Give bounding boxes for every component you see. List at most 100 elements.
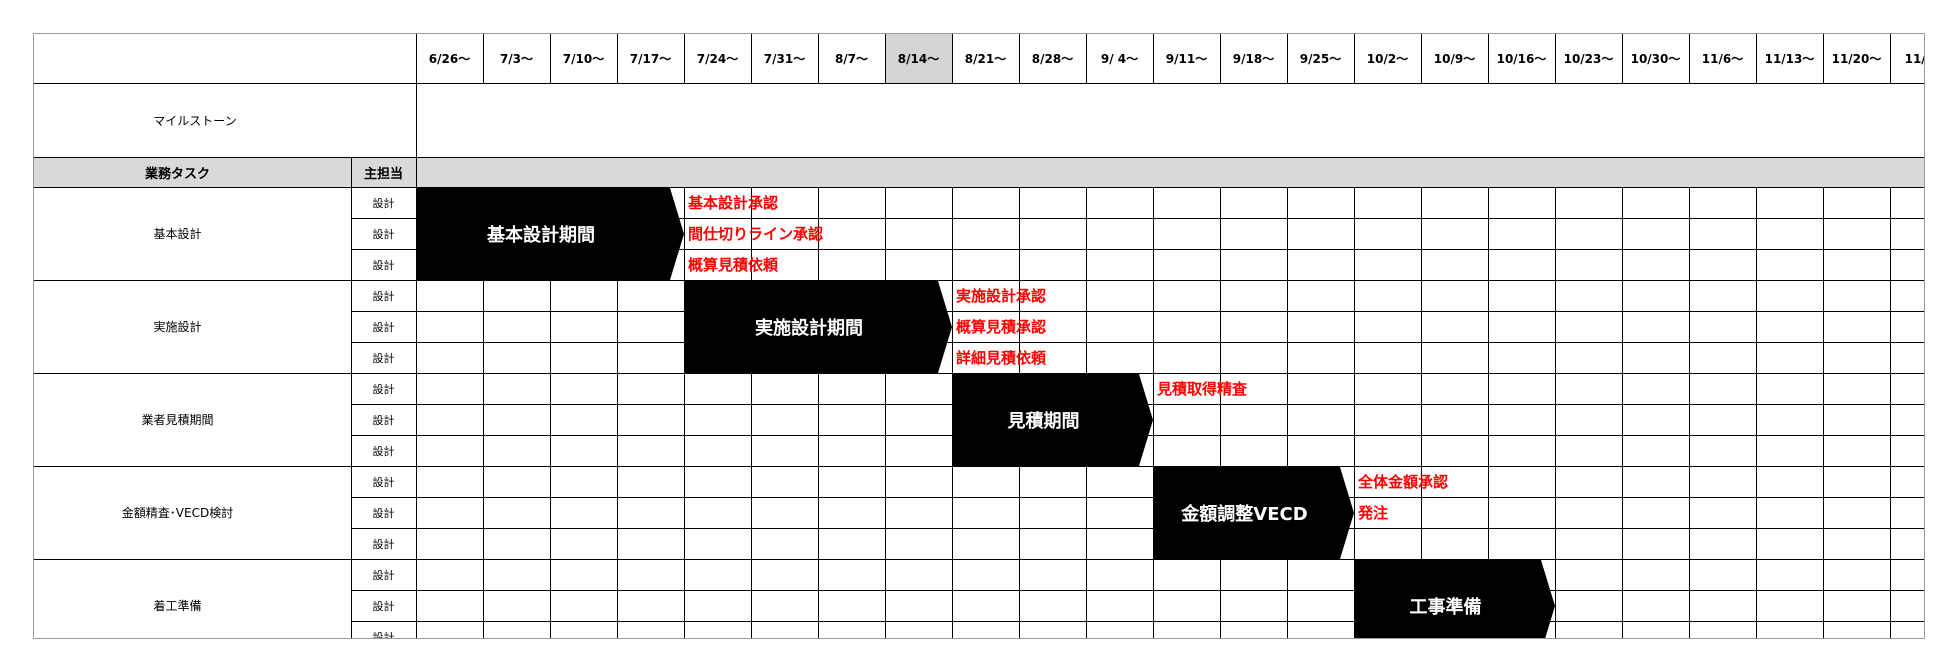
owner-column-header: 主担当 — [363, 166, 403, 182]
owner-cell: 設計 — [372, 289, 395, 303]
owner-cell: 設計 — [372, 382, 395, 396]
week-header-cell: 8/14〜 — [885, 34, 952, 83]
week-header-cell: 7/24〜 — [696, 52, 739, 66]
header-vline — [1823, 34, 1824, 83]
week-header-cell: 11/20〜 — [1831, 52, 1882, 66]
task-column-header: 業務タスク — [144, 166, 210, 182]
owner-cell: 設計 — [372, 599, 395, 613]
week-header-cell: 8/28〜 — [1031, 52, 1074, 66]
header-vline — [1555, 34, 1556, 83]
owner-cell: 設計 — [372, 413, 395, 427]
header-vline — [1622, 34, 1623, 83]
task-divider — [34, 466, 1924, 467]
row-divider — [351, 342, 1924, 343]
body-vline — [617, 187, 618, 638]
week-header-cell: 10/16〜 — [1496, 52, 1547, 66]
row-divider — [351, 528, 1924, 529]
label-column-divider — [416, 34, 417, 638]
week-header-cell: 11/6〜 — [1701, 52, 1744, 66]
body-vline — [1555, 187, 1556, 638]
body-vline — [1354, 187, 1355, 638]
row-divider — [351, 311, 1924, 312]
task-name: 基本設計 — [153, 227, 202, 241]
body-vline — [1756, 187, 1757, 638]
row-divider — [351, 497, 1924, 498]
gantt-bar[interactable]: 見積期間 — [952, 374, 1153, 466]
header-vline — [885, 34, 886, 83]
task-name: 金額精査･VECD検討 — [121, 506, 234, 520]
owner-cell: 設計 — [372, 320, 395, 334]
week-header-cell: 7/3〜 — [499, 52, 534, 66]
header-vline — [684, 34, 685, 83]
week-header-cell: 10/23〜 — [1563, 52, 1614, 66]
header-vline — [1689, 34, 1690, 83]
week-header-cell: 8/7〜 — [834, 52, 869, 66]
body-vline — [550, 187, 551, 638]
week-header-cell: 7/10〜 — [562, 52, 605, 66]
week-header-cell: 6/26〜 — [428, 52, 471, 66]
milestone-label: マイルストーン — [153, 113, 237, 128]
body-vline — [885, 187, 886, 638]
header-vline — [550, 34, 551, 83]
owner-cell: 設計 — [372, 227, 395, 241]
week-header-cell: 10/2〜 — [1366, 52, 1409, 66]
milestone-annotation: 発注 — [1358, 504, 1389, 522]
week-header-cell: 9/11〜 — [1165, 52, 1208, 66]
body-vline — [1153, 187, 1154, 638]
header-vline — [483, 34, 484, 83]
body-vline — [1823, 187, 1824, 638]
row-divider — [351, 590, 1924, 591]
gantt-bar[interactable]: 金額調整VECD — [1153, 467, 1354, 559]
body-vline — [818, 187, 819, 638]
header-vline — [1220, 34, 1221, 83]
gantt-bar[interactable]: 工事準備 — [1354, 560, 1555, 639]
owner-cell: 設計 — [372, 537, 395, 551]
body-vline — [1622, 187, 1623, 638]
task-name: 実施設計 — [153, 320, 202, 334]
task-divider — [34, 280, 1924, 281]
header-vline — [1153, 34, 1154, 83]
header-vline — [1086, 34, 1087, 83]
body-vline — [483, 187, 484, 638]
body-vline — [1421, 187, 1422, 638]
body-vline — [751, 187, 752, 638]
week-header-cell: 8/21〜 — [964, 52, 1007, 66]
gantt-bar[interactable]: 基本設計期間 — [416, 188, 684, 280]
milestone-annotation: 全体金額承認 — [1358, 473, 1449, 491]
week-header-cell: 10/30〜 — [1630, 52, 1681, 66]
header-divider — [34, 83, 1924, 84]
milestone-annotation: 実施設計承認 — [956, 287, 1047, 305]
row-divider — [351, 218, 1924, 219]
body-vline — [1488, 187, 1489, 638]
owner-cell: 設計 — [372, 568, 395, 582]
week-header-cell: 11/13〜 — [1764, 52, 1815, 66]
gantt-bar[interactable]: 実施設計期間 — [684, 281, 952, 373]
header-vline — [1890, 34, 1891, 83]
header-vline — [617, 34, 618, 83]
column-header-band — [34, 157, 1924, 187]
header-vline — [1421, 34, 1422, 83]
week-header-cell: 9/18〜 — [1232, 52, 1275, 66]
task-divider — [34, 373, 1924, 374]
header-vline — [1354, 34, 1355, 83]
week-header-cell: 11/27 — [1904, 51, 1924, 66]
week-header-cell: 7/31〜 — [763, 52, 806, 66]
week-header-cell: 9/ 4〜 — [1100, 52, 1139, 66]
task-name: 着工準備 — [153, 599, 202, 613]
header-vline — [1019, 34, 1020, 83]
owner-cell: 設計 — [372, 475, 395, 489]
row-divider — [351, 249, 1924, 250]
owner-column-divider — [351, 157, 352, 638]
row-divider — [351, 621, 1924, 622]
owner-cell: 設計 — [372, 444, 395, 458]
body-vline — [1689, 187, 1690, 638]
milestone-annotation: 間仕切りライン承認 — [688, 225, 824, 243]
header-vline — [818, 34, 819, 83]
task-divider — [34, 559, 1924, 560]
week-header-cell: 10/9〜 — [1433, 52, 1476, 66]
week-header-cell: 7/17〜 — [629, 52, 672, 66]
header-vline — [751, 34, 752, 83]
header-vline — [1287, 34, 1288, 83]
milestone-annotation: 概算見積承認 — [956, 318, 1047, 336]
milestone-annotation: 基本設計承認 — [688, 194, 779, 212]
